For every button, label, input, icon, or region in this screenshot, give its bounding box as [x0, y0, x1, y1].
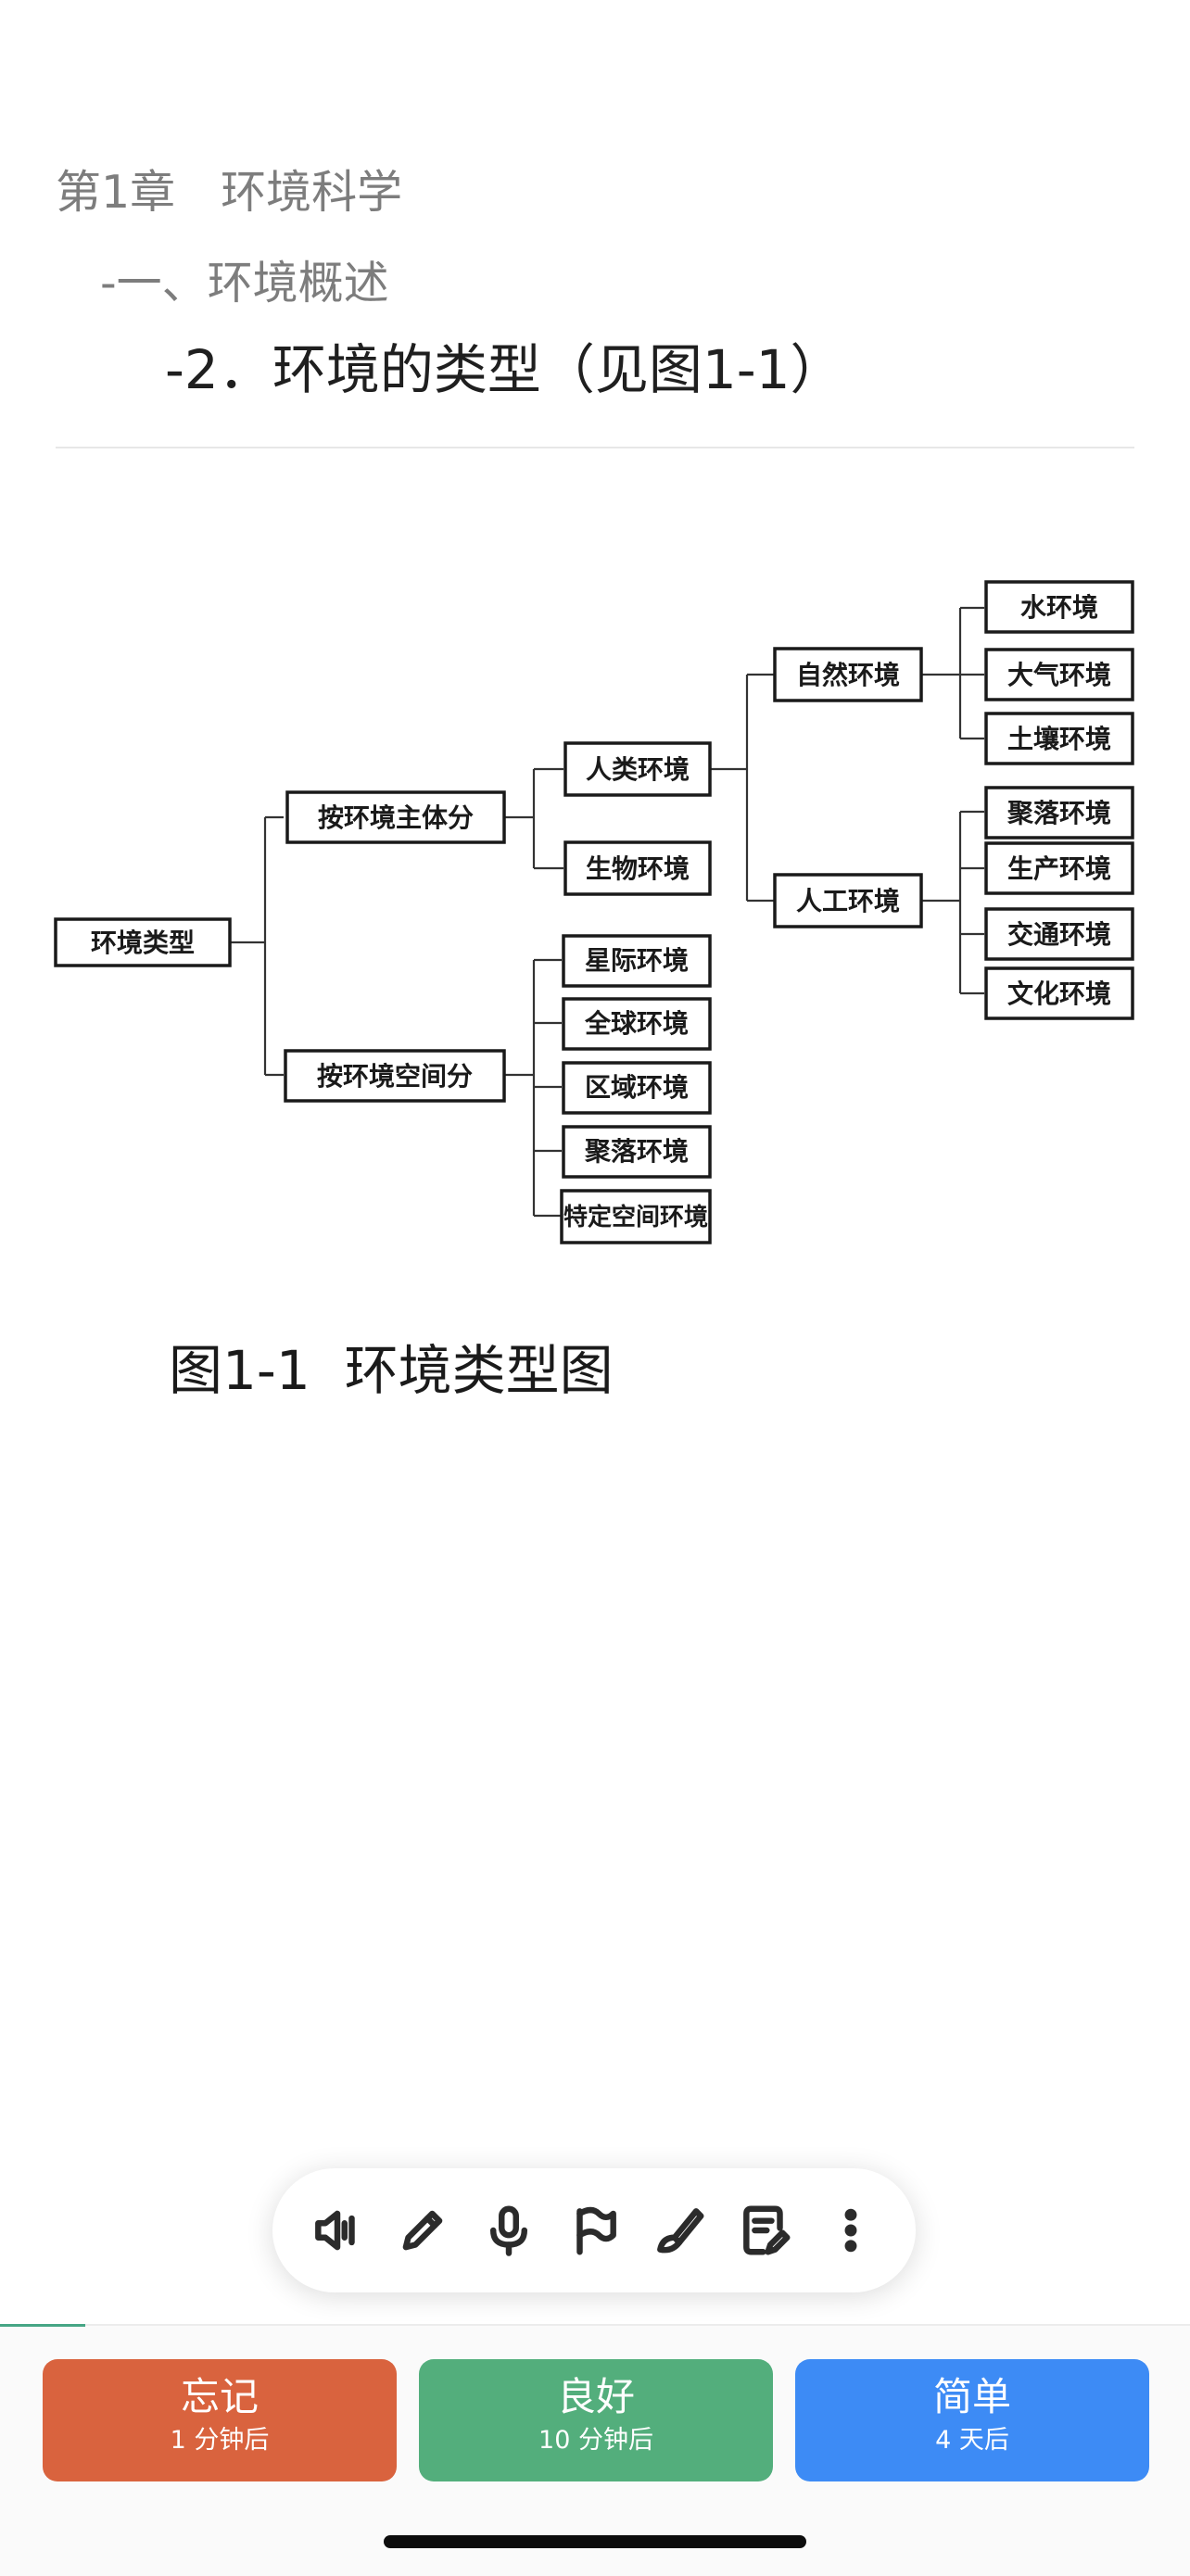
connector [504, 958, 562, 1218]
svg-text:土壤环境: 土壤环境 [1007, 724, 1111, 754]
diagram-node-air-env: 大气环境 [984, 648, 1134, 701]
easy-interval: 4 天后 [935, 2426, 1009, 2455]
svg-text:按环境主体分: 按环境主体分 [318, 802, 474, 833]
good-interval: 10 分钟后 [538, 2426, 653, 2455]
diagram-node-transport-env: 交通环境 [984, 907, 1134, 961]
svg-text:生物环境: 生物环境 [586, 853, 690, 884]
breadcrumb-chapter: 第1章 环境科学 [56, 166, 403, 219]
again-interval: 1 分钟后 [170, 2426, 270, 2455]
diagram-node-by-subject: 按环境主体分 [285, 790, 506, 844]
figure-caption: 图1-1 环境类型图 [169, 1339, 614, 1402]
home-indicator[interactable] [384, 2535, 806, 2548]
diagram-node-global-env: 全球环境 [562, 997, 712, 1051]
easy-label: 简单 [932, 2374, 1011, 2419]
microphone-icon[interactable] [472, 2193, 546, 2267]
diagram-node-culture-env: 文化环境 [984, 966, 1134, 1020]
diagram-node-specific-space-env: 特定空间环境 [560, 1189, 712, 1244]
svg-text:文化环境: 文化环境 [1007, 979, 1111, 1009]
connector [921, 606, 984, 740]
diagram-node-regional-env: 区域环境 [562, 1061, 712, 1115]
svg-text:按环境空间分: 按环境空间分 [317, 1061, 473, 1092]
diagram-node-human-env: 人类环境 [563, 741, 712, 797]
again-button[interactable]: 忘记 1 分钟后 [43, 2359, 397, 2481]
note-edit-icon[interactable] [728, 2193, 803, 2267]
svg-text:人类环境: 人类环境 [586, 754, 690, 785]
diagram-node-water-env: 水环境 [984, 580, 1134, 634]
answer-bar: 忘记 1 分钟后 良好 10 分钟后 简单 4 天后 [0, 2324, 1190, 2576]
diagram-node-stellar-env: 星际环境 [562, 934, 712, 988]
flag-icon[interactable] [557, 2193, 631, 2267]
divider [56, 447, 1134, 448]
connector [710, 673, 775, 903]
svg-text:区域环境: 区域环境 [585, 1072, 689, 1103]
svg-text:特定空间环境: 特定空间环境 [563, 1203, 708, 1231]
svg-text:聚落环境: 聚落环境 [1006, 798, 1111, 828]
review-toolbar [272, 2168, 916, 2292]
svg-text:自然环境: 自然环境 [796, 660, 900, 690]
review-progress-bar [0, 2324, 85, 2327]
diagram-node-natural-env: 自然环境 [773, 647, 923, 702]
card-title: -2．环境的类型（见图1-1） [165, 338, 844, 401]
svg-text:人工环境: 人工环境 [796, 886, 900, 916]
brush-icon[interactable] [642, 2193, 716, 2267]
connector [921, 810, 984, 995]
breadcrumb-section: -一、环境概述 [100, 257, 389, 309]
svg-text:全球环境: 全球环境 [584, 1008, 689, 1039]
diagram-node-artificial-env: 人工环境 [773, 873, 923, 928]
good-label: 良好 [556, 2374, 635, 2419]
pencil-icon[interactable] [386, 2193, 460, 2267]
svg-text:聚落环境: 聚落环境 [584, 1136, 689, 1167]
svg-text:生产环境: 生产环境 [1007, 853, 1111, 884]
good-button[interactable]: 良好 10 分钟后 [419, 2359, 773, 2481]
again-label: 忘记 [180, 2374, 259, 2419]
connector [230, 815, 284, 1077]
diagram-node-settlement-env-b: 聚落环境 [562, 1125, 712, 1179]
diagram-node-bio-env: 生物环境 [563, 840, 712, 896]
connector [504, 767, 563, 870]
speaker-icon[interactable] [300, 2193, 374, 2267]
diagram-node-root: 环境类型 [54, 917, 232, 967]
svg-text:环境类型: 环境类型 [91, 928, 195, 958]
svg-text:交通环境: 交通环境 [1007, 919, 1111, 950]
environment-types-diagram: 环境类型 按环境主体分 按环境空间分 人类环境 生物环境 自然环境 人工环境 水… [52, 567, 1138, 1299]
diagram-node-by-space: 按环境空间分 [284, 1049, 506, 1103]
diagram-node-soil-env: 土壤环境 [984, 712, 1134, 765]
svg-text:星际环境: 星际环境 [585, 945, 689, 976]
svg-text:大气环境: 大气环境 [1007, 660, 1111, 690]
diagram-node-settlement-env-a: 聚落环境 [984, 786, 1134, 840]
svg-text:水环境: 水环境 [1020, 592, 1098, 623]
diagram-node-production-env: 生产环境 [984, 841, 1134, 895]
easy-button[interactable]: 简单 4 天后 [795, 2359, 1149, 2481]
more-icon[interactable] [814, 2193, 888, 2267]
